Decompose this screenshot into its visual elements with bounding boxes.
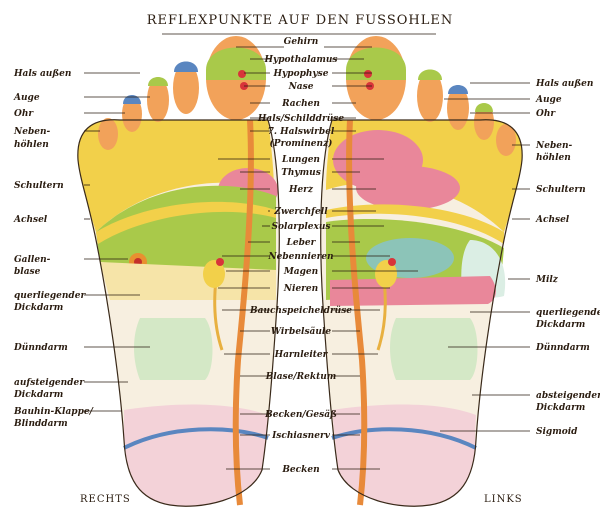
center-organ-label: Thymus [281, 168, 321, 178]
right-foot-organ-label: aufsteigender [14, 378, 85, 388]
right-foot-organ-label: Ohr [14, 109, 34, 119]
right-foot-organ-label: Achsel [13, 215, 48, 225]
right-foot-organ-label: Hals außen [13, 69, 71, 79]
left-foot-organ-label: Dickdarm [535, 320, 585, 330]
right-foot-organ-label: blase [14, 267, 41, 277]
left-foot-organ-label: Hals außen [535, 79, 593, 89]
center-organ-label: Wirbelsäule [271, 326, 331, 337]
right-hypothalamus-icon [238, 70, 246, 78]
right-small-intestine-zone [134, 318, 213, 380]
center-organ-label: Becken/Gesäß [264, 409, 337, 420]
center-organ-label: Bauchspeicheldrüse [249, 305, 352, 316]
left-toe-3-top [448, 85, 468, 94]
center-organ-label: Nebennieren [267, 252, 333, 262]
left-adrenal-icon [388, 258, 396, 266]
right-foot-organ-label: Dickdarm [13, 303, 63, 313]
center-organ-label: Becken [281, 465, 319, 475]
right-foot-organ-label: Dickdarm [13, 390, 63, 400]
center-organ-label: Hypophyse [273, 69, 329, 79]
right-toe-5 [98, 118, 118, 150]
left-foot-caption: LINKS [484, 494, 523, 505]
left-foot-organ-label: höhlen [536, 152, 571, 163]
right-foot-organ-label: Auge [13, 93, 40, 103]
right-toe-3-top [148, 77, 168, 86]
center-organ-label: Nieren [283, 284, 318, 294]
right-heel-zone [124, 405, 268, 507]
diagram-title: REFLEXPUNKTE AUF DEN FUSSOHLEN [147, 13, 454, 28]
right-foot-organ-label: Neben- [13, 127, 51, 137]
center-organ-label: Solarplexus [272, 222, 331, 232]
left-foot-organ-label: Milz [535, 275, 559, 285]
center-organ-label: Ischiasnerv [271, 431, 331, 441]
right-foot-caption: RECHTS [80, 494, 131, 505]
left-foot-organ-label: Neben- [535, 141, 573, 151]
left-foot-organ-label: Schultern [536, 185, 586, 195]
center-organ-label: Herz [288, 185, 314, 195]
left-toe-2-top [418, 70, 442, 81]
left-small-intestine-zone [390, 318, 478, 380]
left-foot-organ-label: absteigender [536, 391, 600, 401]
center-organ-label: Lungen [281, 155, 320, 165]
center-organ-label: Blase/Rektum [265, 372, 337, 382]
center-organ-label: Hals/Schilddrüse [257, 113, 344, 124]
right-foot-organ-label: Gallen- [14, 255, 51, 265]
left-foot-organ-label: Dickdarm [535, 403, 585, 413]
center-organ-label: Zwerchfell [273, 207, 328, 217]
left-heel-zone [332, 405, 476, 507]
center-organ-label: Harnleiter [274, 350, 329, 360]
right-toe-4-top [123, 95, 141, 104]
center-organ-label: Leber [286, 238, 317, 248]
right-foot-organ-label: Bauhin-Klappe/ [13, 407, 95, 417]
left-heart-zone [356, 166, 460, 210]
left-foot-organ-label: Sigmoid [536, 427, 578, 437]
right-foot-organ-label: Schultern [14, 181, 64, 191]
right-foot-organ-label: Blinddarm [13, 419, 68, 429]
right-toe-2-top [174, 62, 198, 73]
left-foot-organ-label: Dünndarm [535, 342, 590, 353]
right-foot-organ-label: Dünndarm [13, 342, 68, 353]
center-organ-label: Nase [288, 82, 314, 92]
center-organ-label: Rachen [281, 99, 320, 109]
left-hypothalamus-icon [364, 70, 372, 78]
left-foot-organ-label: Achsel [535, 215, 570, 225]
right-foot-organ-label: höhlen [14, 139, 49, 150]
center-organ-label: Hypothalamus [264, 55, 338, 65]
center-organ-label: Gehirn [284, 37, 319, 47]
right-foot-organ-label: querliegender [14, 291, 86, 301]
center-organ-label: 7. Halswirbel [268, 127, 335, 137]
left-foot-organ-label: querliegender [536, 308, 600, 318]
right-adrenal-icon [216, 258, 224, 266]
center-organ-label: (Prominenz) [270, 138, 333, 149]
center-organ-label: Magen [283, 267, 318, 277]
left-foot-organ-label: Auge [535, 95, 562, 105]
left-toe-4-top [475, 103, 493, 112]
left-foot-organ-label: Ohr [536, 109, 556, 119]
